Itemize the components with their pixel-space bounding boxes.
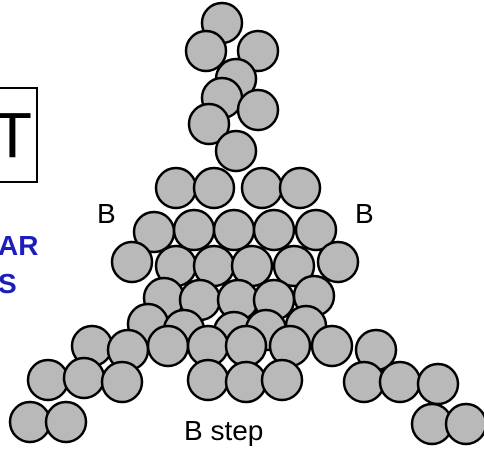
atom-circle xyxy=(146,324,190,368)
atom-circle xyxy=(186,358,230,402)
atom-circle xyxy=(416,362,460,406)
atom-circle xyxy=(224,360,268,404)
atom-circle xyxy=(236,29,280,73)
atom-circle xyxy=(378,360,422,404)
atom-circle xyxy=(236,88,280,132)
atom-circle xyxy=(214,129,258,173)
label-b-step: B step xyxy=(184,415,264,446)
atom-circle xyxy=(44,400,88,444)
atom-circle xyxy=(110,240,154,284)
atom-circle xyxy=(187,102,231,146)
atom-circle xyxy=(342,360,386,404)
atom-circle xyxy=(252,208,296,252)
atom-circle xyxy=(26,358,70,402)
boxed-letter: T xyxy=(0,99,32,171)
atom-circle xyxy=(100,360,144,404)
boxed-letter-panel: T xyxy=(0,87,38,183)
label-b-left: B xyxy=(97,198,116,229)
atom-circle xyxy=(212,208,256,252)
atom-circle xyxy=(444,402,484,446)
atom-circle xyxy=(272,244,316,288)
atom-circle xyxy=(224,324,268,368)
atom-circle xyxy=(294,208,338,252)
atom-circle xyxy=(8,400,52,444)
atom-circle xyxy=(192,166,236,210)
atom-circle xyxy=(260,358,304,402)
side-text-line-2: S xyxy=(0,268,17,299)
atom-circle xyxy=(62,356,106,400)
atom-circle xyxy=(172,208,216,252)
atom-circle xyxy=(154,166,198,210)
atom-circle xyxy=(240,166,284,210)
side-text-line-1: AR xyxy=(0,230,39,261)
atom-circle xyxy=(316,240,360,284)
atom-circle xyxy=(278,166,322,210)
label-b-right: B xyxy=(355,198,374,229)
atom-circle xyxy=(184,29,228,73)
atom-circle xyxy=(310,324,354,368)
